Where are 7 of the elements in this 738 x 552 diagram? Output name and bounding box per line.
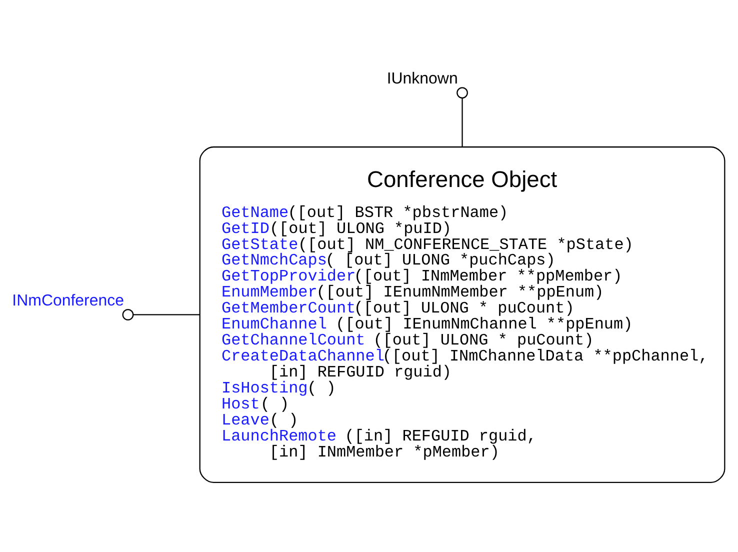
connector: [133, 314, 200, 315]
node-circle: [456, 86, 468, 98]
node-box: Conference Object GetName([out] BSTR *pbstrName) GetID([out] ULONG *puID) GetState([out] NM_CONFERENCE_STATE *pState) GetNmchCaps( [out] ULONG *puchCaps) GetTopProvider([out] INmMember **ppMember) EnumMember([out] IEnumNmMember **ppEnum) GetMemberCount([out] ULONG * puCount) EnumChannel ([out] IEnumNmChannel **ppEnum) GetChannelCount ([out] ULONG * puCount) CreateDataChannel([out] INmChannelData **ppChannel, [in] REFGUID rguid) IsHosting( ) Host( ) Leave( ) LaunchRemote ([in] REFGUID rguid, [in] INmMember *pMember): [199, 146, 726, 482]
node-label: INmConference: [12, 292, 124, 309]
node-label: IUnknown: [386, 70, 458, 87]
connector: [462, 98, 463, 146]
node-circle: [122, 308, 134, 320]
